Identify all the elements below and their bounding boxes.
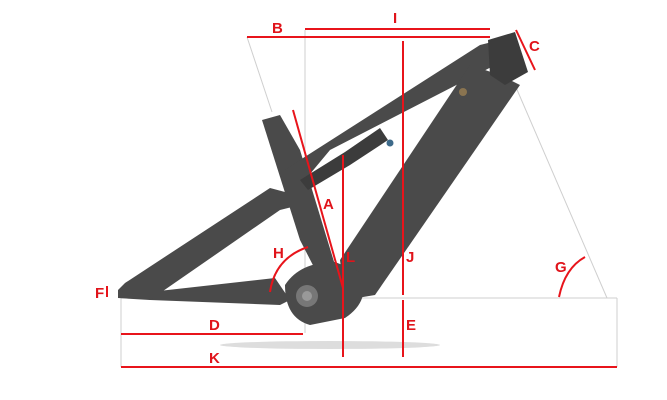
dimension-A-seat-tube-line [292, 109, 344, 289]
label-J: J [406, 249, 414, 266]
dimension-C-head-tube-line [515, 29, 536, 71]
bike-frame [118, 32, 528, 325]
label-C: C [529, 38, 540, 55]
label-H: H [273, 245, 284, 262]
label-A: A [323, 196, 334, 213]
label-E: E [406, 317, 416, 334]
dimension-lines [106, 28, 617, 368]
label-I: I [393, 10, 397, 27]
label-G: G [555, 259, 567, 276]
guide-lines [120, 30, 618, 367]
dimension-G-head-angle-arc [558, 256, 586, 298]
label-D: D [209, 317, 220, 334]
label-L: L [346, 249, 355, 266]
seat-tube-extension-guide [246, 36, 273, 113]
head-tube-axis-guide [514, 84, 608, 299]
dimension-H-seat-angle-arc [269, 246, 309, 293]
label-B: B [272, 20, 283, 37]
label-F: F [95, 285, 104, 302]
ground-shadow [220, 341, 440, 349]
dimension-labels: B I C A H L J G F D E K [95, 10, 567, 367]
label-K: K [209, 350, 220, 367]
